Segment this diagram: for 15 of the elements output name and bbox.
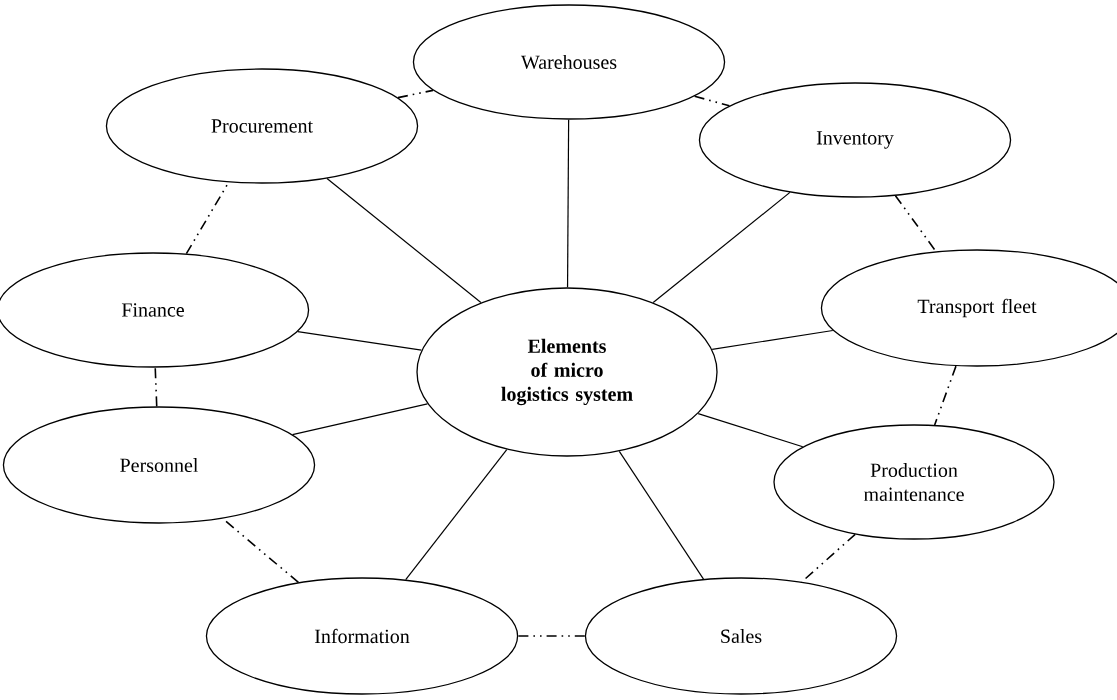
spoke-line <box>291 403 428 436</box>
connector-line <box>154 366 158 408</box>
connector-line <box>517 635 586 637</box>
spoke-line <box>326 177 482 304</box>
spoke-line <box>711 329 834 350</box>
spoke-line <box>697 413 804 448</box>
connector-line <box>933 365 957 426</box>
spoke-line <box>652 191 791 304</box>
spoke-line <box>618 450 705 580</box>
spoke-line <box>405 448 508 581</box>
connector-line <box>800 533 856 583</box>
spoke-line <box>566 119 570 288</box>
connector-line <box>693 95 731 107</box>
connector-line <box>397 89 434 99</box>
spoke-line <box>297 331 423 351</box>
